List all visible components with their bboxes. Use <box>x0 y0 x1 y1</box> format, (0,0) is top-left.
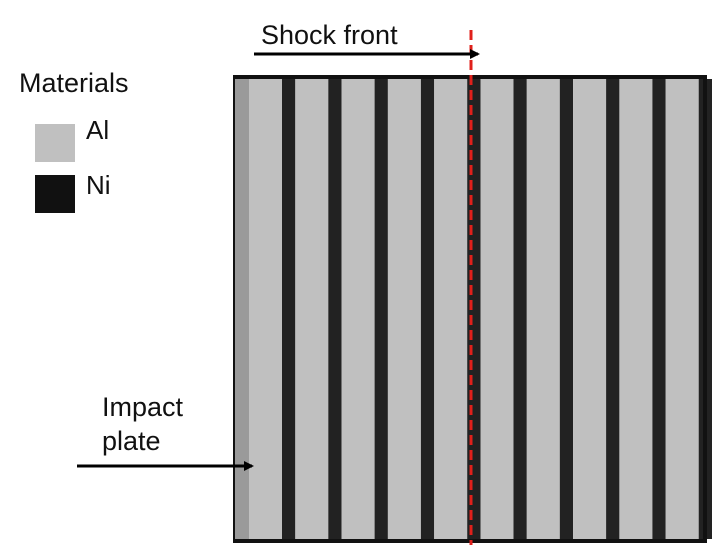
sample-layers <box>249 79 712 539</box>
impact-plate-label: Impact plate <box>102 390 183 458</box>
ni-layer <box>652 79 666 539</box>
ni-layer <box>467 79 481 539</box>
al-layer <box>295 79 329 539</box>
ni-layer <box>282 79 296 539</box>
ni-layer <box>374 79 388 539</box>
ni-layer <box>420 79 435 539</box>
al-layer <box>665 79 699 539</box>
impact-plate-label-line2: plate <box>102 426 161 456</box>
al-layer <box>387 79 421 539</box>
al-layer <box>341 79 375 539</box>
ni-layer <box>606 79 620 539</box>
al-layer <box>619 79 653 539</box>
ni-layer <box>513 79 527 539</box>
legend-swatch-al <box>35 124 75 162</box>
al-layer <box>480 79 514 539</box>
shock-front-label: Shock front <box>261 20 398 50</box>
al-layer <box>526 79 560 539</box>
al-layer <box>573 79 607 539</box>
ni-layer <box>559 79 574 539</box>
ni-layer <box>328 79 342 539</box>
al-layer <box>249 79 282 539</box>
legend-swatch-ni <box>35 175 75 213</box>
legend-title: Materials <box>19 68 129 98</box>
al-layer <box>434 79 468 539</box>
impact-plate <box>235 79 249 539</box>
legend-label-al: Al <box>86 115 110 145</box>
legend-label-ni: Ni <box>86 170 111 200</box>
impact-plate-label-line1: Impact <box>102 392 184 422</box>
